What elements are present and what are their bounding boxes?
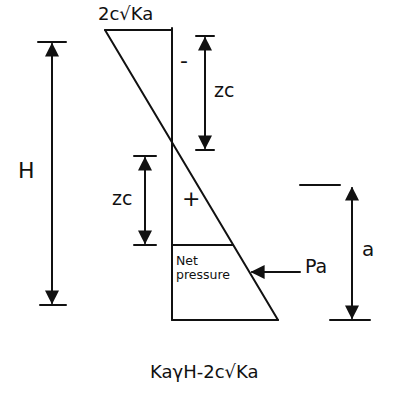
zc-label: zc: [112, 188, 132, 210]
net-pressure-label: Net pressure: [176, 254, 238, 283]
zc-label: zc: [214, 80, 234, 102]
height-label: H: [18, 158, 35, 183]
top-edge: [105, 29, 172, 31]
height-dimension: [51, 44, 53, 303]
dimension-tick: [196, 35, 214, 37]
dimension-tick: [40, 304, 66, 306]
pressure-diagonal: [105, 30, 278, 320]
sign-label: -: [180, 48, 188, 73]
a-label: a: [362, 238, 374, 261]
base-edge: [172, 319, 278, 321]
zc-dimension: [204, 38, 206, 148]
dimension-tick: [300, 184, 340, 186]
zc-dimension: [144, 158, 146, 243]
top-pressure-label: 2c√Ka: [98, 4, 153, 25]
resultant-arrow: [252, 271, 300, 273]
net-pressure-line: [172, 244, 233, 246]
wall-line: [171, 28, 173, 320]
dimension-tick: [196, 149, 214, 151]
sign-label: +: [182, 186, 200, 211]
resultant-label: Pa: [305, 256, 327, 278]
a-dimension: [351, 188, 353, 318]
dimension-tick: [134, 244, 156, 246]
dimension-tick: [38, 41, 66, 43]
base-pressure-label: KaγH-2c√Ka: [150, 362, 259, 383]
dimension-tick: [134, 155, 156, 157]
dimension-tick: [330, 319, 370, 321]
